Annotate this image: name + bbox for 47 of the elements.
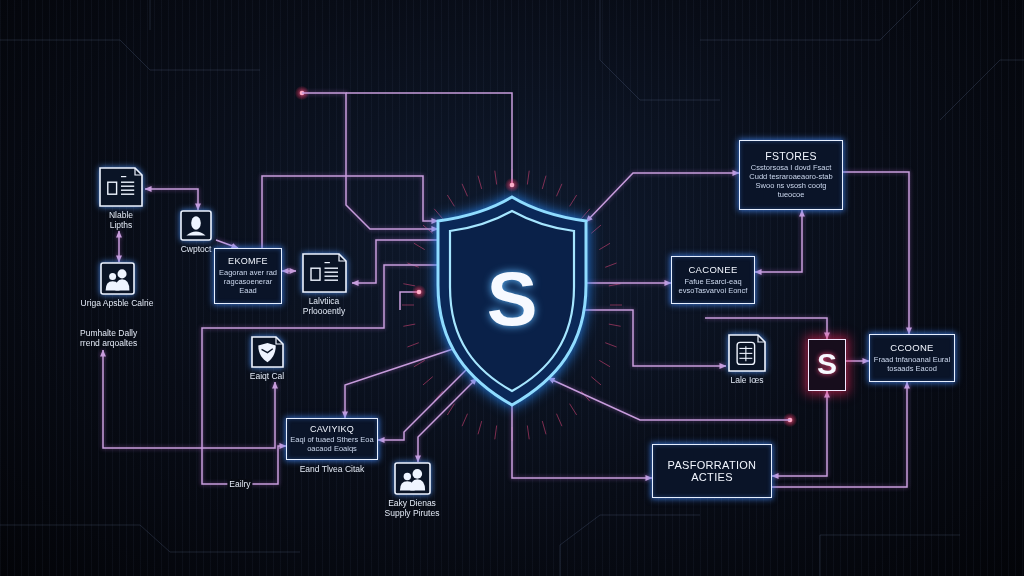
connector-arrow <box>754 209 805 275</box>
box-title: FSTORES <box>765 150 817 163</box>
icon-caption: Eaky Dienas Supply Pirutes <box>383 498 441 518</box>
icon-caption: Lalvtiica Prloooently <box>301 296 347 316</box>
box-title: CAVIYIKQ <box>309 424 355 435</box>
icon-caption: Cwptoct <box>179 244 213 254</box>
connector-arrow <box>301 92 439 232</box>
process-box <box>671 256 755 304</box>
connector-arrow <box>771 390 830 479</box>
connector-arrow <box>771 381 910 488</box>
shield-letter: S <box>486 261 538 338</box>
connector-arrow <box>377 368 468 443</box>
connector-arrow <box>511 404 653 481</box>
connector-arrow <box>704 317 830 340</box>
connector-arrow <box>585 170 740 223</box>
box-title: CACONEE <box>688 265 738 276</box>
icon-caption: Uriga Apsble Calrie <box>79 298 155 308</box>
connector-arrow <box>415 377 478 463</box>
process-box <box>869 334 955 382</box>
process-box <box>286 418 378 460</box>
connector-arrow <box>144 186 201 211</box>
connector-arrow <box>116 230 122 263</box>
box-title: CCOONE <box>890 343 934 354</box>
icon-caption: Lale Iœs <box>729 375 765 385</box>
letter-tile <box>808 339 846 391</box>
edge-label: Eailry <box>227 479 253 489</box>
connector-arrow <box>342 348 454 419</box>
process-box <box>739 140 843 210</box>
connector-arrow <box>261 175 439 249</box>
connector-arrow <box>281 268 297 274</box>
connector-arrow <box>547 377 791 421</box>
connector-arrow <box>584 309 727 369</box>
connector-arrow <box>351 239 439 286</box>
connector-arrow <box>201 264 439 485</box>
tile-letter: S <box>817 349 837 380</box>
connector-arrow <box>215 239 239 249</box>
note-text: Pumhalte Dally rrend arqoaltes <box>80 328 152 350</box>
icon-caption: Nlable Lipths <box>107 210 135 230</box>
connector-arrow <box>100 349 278 449</box>
process-box <box>652 444 772 498</box>
connector-arrow <box>842 171 912 335</box>
box-caption: Eand Tlvea Citak <box>298 464 366 474</box>
icon-caption: Eaiqt Cal <box>248 371 286 381</box>
connector-arrow <box>845 358 870 364</box>
box-title: PASFORRATION ACTIES <box>666 458 758 484</box>
process-box <box>214 248 282 304</box>
box-title: EKOMFE <box>228 257 268 267</box>
